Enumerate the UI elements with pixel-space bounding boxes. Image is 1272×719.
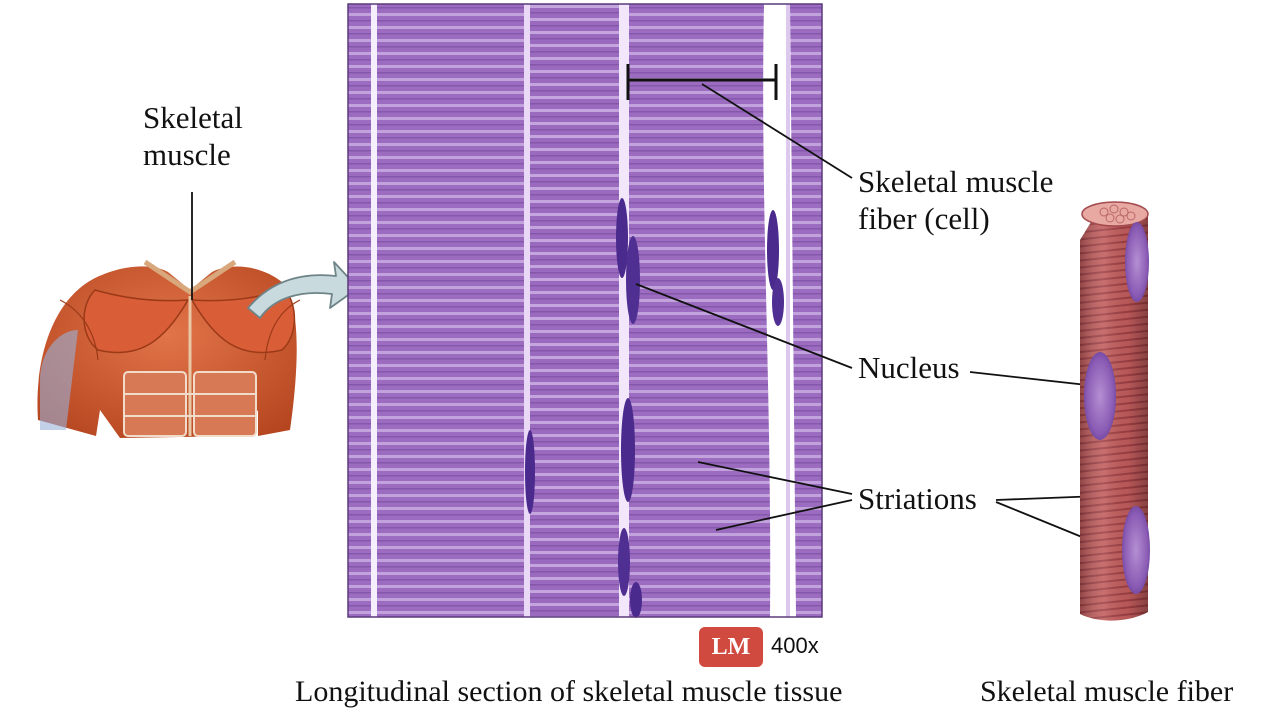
fiber-width-marker (626, 64, 778, 100)
fiber-nucleus-2 (1084, 352, 1116, 440)
nucleus-2 (626, 236, 640, 324)
fiber-nucleus-1 (1125, 222, 1149, 302)
caption-skeletal-muscle-fiber: Skeletal muscle fiber (980, 675, 1234, 708)
nucleus-3 (621, 398, 635, 502)
nucleus-7 (767, 210, 779, 290)
label-skeletal-muscle-fiber-cell: Skeletal muscle fiber (cell) (858, 164, 1054, 236)
nucleus-4 (618, 528, 630, 596)
nucleus-6 (525, 430, 535, 514)
nucleus-5 (630, 582, 642, 618)
nucleus-1 (616, 198, 628, 278)
label-skeletal-muscle: Skeletal muscle (143, 100, 243, 172)
caption-longitudinal-section: Longitudinal section of skeletal muscle … (295, 675, 843, 708)
nucleus-8 (772, 278, 784, 326)
label-nucleus: Nucleus (858, 350, 960, 385)
lm-badge: LM (699, 627, 763, 667)
fiber-nucleus-3 (1122, 506, 1150, 594)
muscle-fiber-illustration (1080, 201, 1150, 621)
torso-muscle-illustration (37, 259, 301, 438)
micrograph-panel (347, 3, 823, 618)
label-striations: Striations (858, 481, 977, 516)
magnification-label: 400x (771, 633, 819, 658)
